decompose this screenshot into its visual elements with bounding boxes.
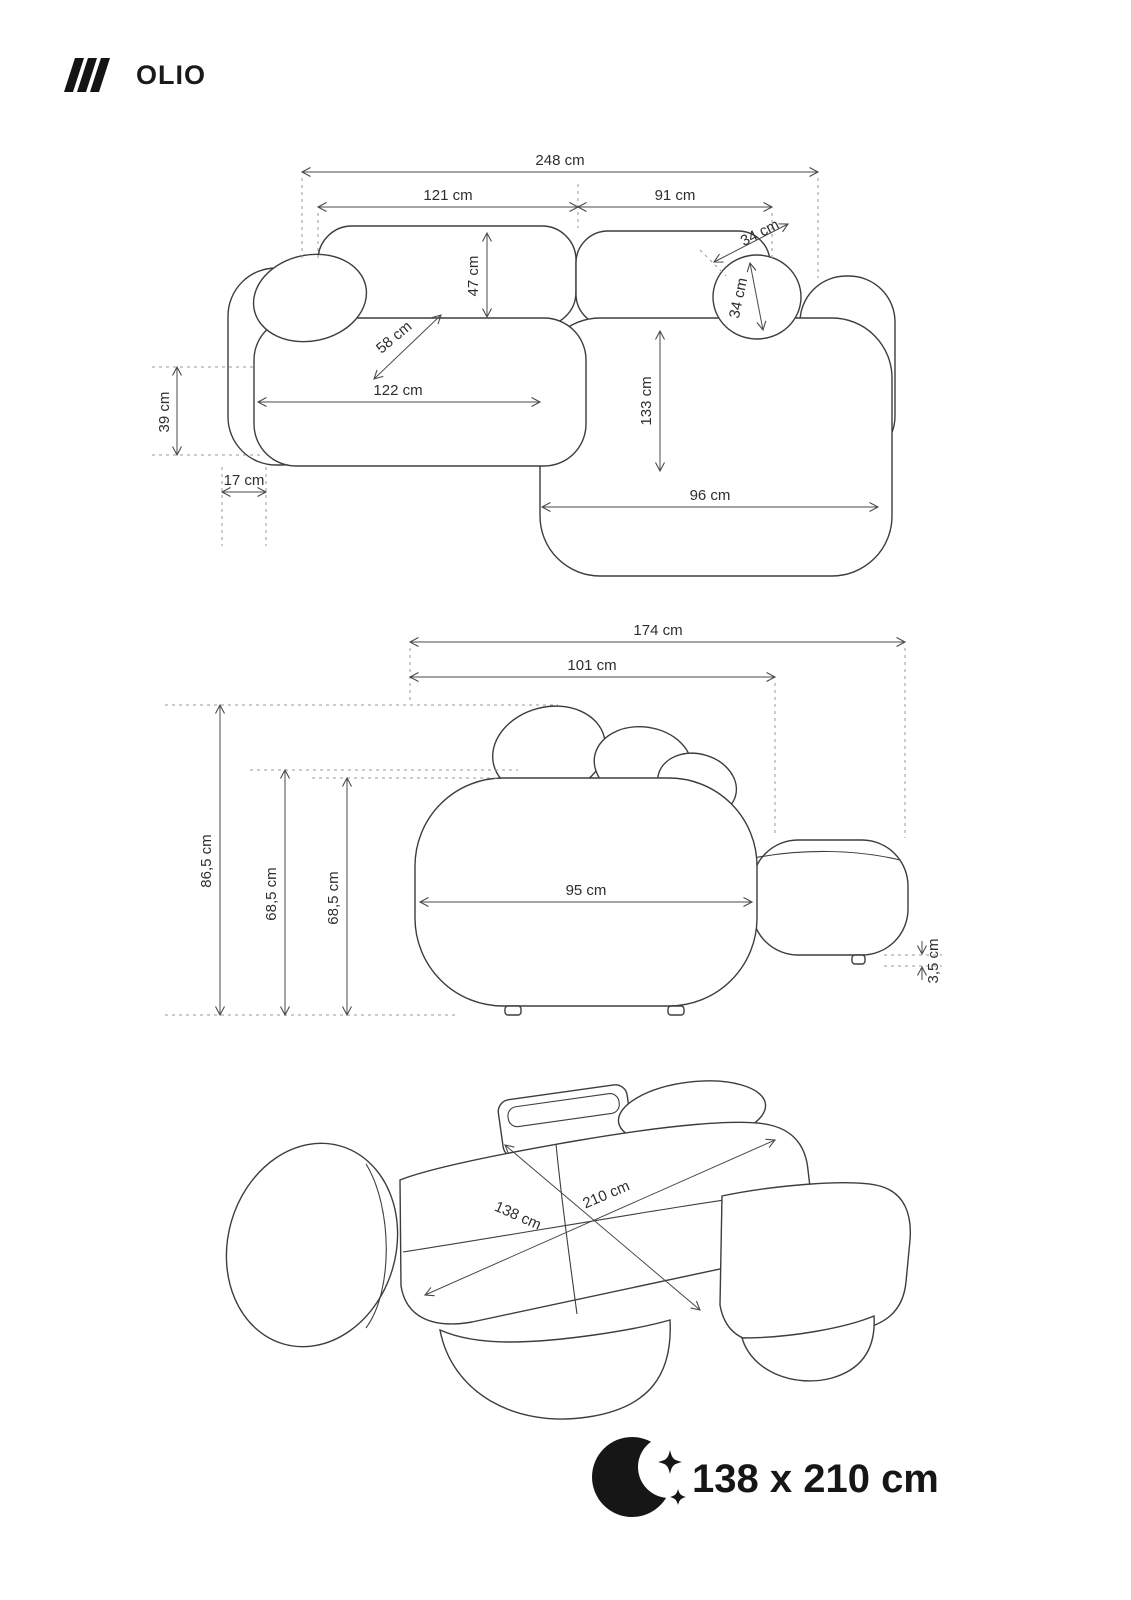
dim-label: 91 cm <box>655 187 696 204</box>
dim-label: 121 cm <box>423 187 472 204</box>
dim-chaise-width: 96 cm <box>540 487 880 512</box>
front-chaise-top-edge <box>753 850 901 861</box>
dim-label: 174 cm <box>633 622 682 639</box>
top-view-diagram: 248 cm 121 cm 91 cm 47 cm 34 cm <box>152 152 896 577</box>
dim-label: 248 cm <box>535 152 584 169</box>
front-view-diagram: 174 cm 101 cm 86,5 cm 68,5 cm 6 <box>165 622 942 1017</box>
dim-front-overall-width: 174 cm <box>408 622 907 838</box>
dim-label: 17 cm <box>224 472 265 489</box>
dim-armrest-height: 39 cm <box>152 365 260 457</box>
bed-right-chaise <box>719 1182 912 1344</box>
dim-label: 101 cm <box>567 657 616 674</box>
dim-label: 3,5 cm <box>925 938 942 983</box>
dim-backrest-depth: 47 cm <box>465 231 492 319</box>
product-title: OLIO <box>136 59 206 90</box>
dim-armrest-width: 17 cm <box>220 467 268 546</box>
dim-front-back-height-right: 68,5 cm <box>312 776 498 1017</box>
dim-label: 47 cm <box>465 256 482 297</box>
headrest-pillow-left <box>252 253 368 343</box>
sleeping-area-callout: 138 x 210 cm <box>592 1437 939 1517</box>
bed-right-chaise-skirt <box>741 1314 875 1382</box>
dim-front-body-width: 101 cm <box>408 657 777 836</box>
front-leg-chaise <box>851 954 866 965</box>
front-leg-left <box>504 1005 522 1016</box>
moon-sparkles-icon <box>592 1437 686 1517</box>
dim-label: 133 cm <box>638 376 655 425</box>
bed-view-diagram: 210 cm 138 cm <box>225 1080 912 1420</box>
dim-label: 95 cm <box>566 882 607 899</box>
dim-label: 68,5 cm <box>263 867 280 920</box>
dim-label: 96 cm <box>690 487 731 504</box>
dim-front-back-height-left: 68,5 cm <box>250 768 518 1017</box>
dim-front-overall-height: 86,5 cm <box>165 703 558 1017</box>
dim-chaise-length: 133 cm <box>638 329 665 473</box>
triple-slash-logo-icon <box>64 58 110 92</box>
bed-left-armrest <box>225 1142 399 1348</box>
sleeping-area-value: 138 x 210 cm <box>692 1457 939 1501</box>
dim-left-section-width: 121 cm <box>316 184 580 258</box>
dim-label: 122 cm <box>373 382 422 399</box>
dim-seat-width: 122 cm <box>256 382 542 407</box>
front-body <box>414 777 758 1007</box>
dim-label: 68,5 cm <box>325 871 342 924</box>
dim-front-backrest-width: 95 cm <box>418 882 754 907</box>
dim-front-leg-height: 3,5 cm <box>884 938 942 984</box>
dim-label: 39 cm <box>156 392 173 433</box>
bed-left-armrest-edge <box>365 1163 387 1329</box>
front-leg-right <box>667 1005 685 1016</box>
dim-overall-width: 248 cm <box>300 152 820 278</box>
chaise-top <box>539 317 893 577</box>
bed-front-skirt <box>439 1319 671 1420</box>
dim-label: 86,5 cm <box>198 834 215 887</box>
header: OLIO <box>64 58 206 92</box>
